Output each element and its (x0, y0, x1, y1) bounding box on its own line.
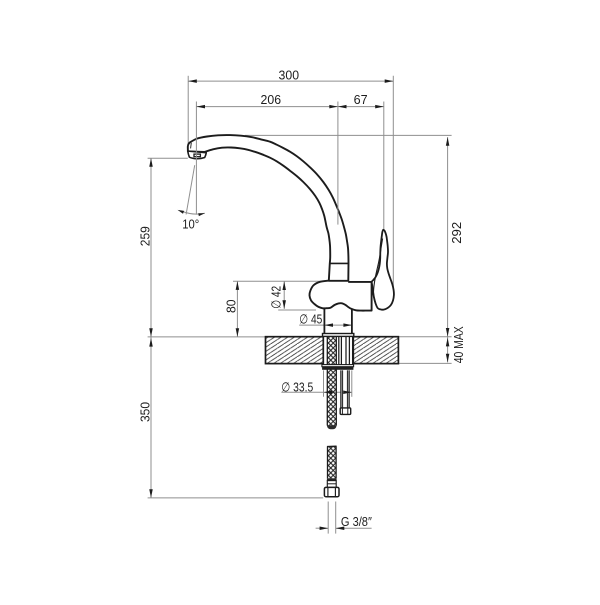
svg-text:350: 350 (138, 402, 153, 422)
svg-text:80: 80 (223, 299, 238, 313)
svg-text:40 MAX: 40 MAX (451, 326, 466, 363)
svg-text:67: 67 (354, 92, 368, 107)
svg-text:G 3/8″: G 3/8″ (341, 514, 372, 529)
svg-text:292: 292 (449, 222, 464, 244)
svg-text:∅ 33.5: ∅ 33.5 (281, 380, 313, 395)
svg-text:∅ 42: ∅ 42 (268, 286, 283, 309)
svg-text:259: 259 (138, 226, 153, 246)
svg-text:10°: 10° (182, 217, 199, 232)
svg-text:300: 300 (279, 67, 300, 82)
svg-text:∅ 45: ∅ 45 (299, 312, 322, 327)
svg-text:206: 206 (261, 92, 282, 107)
